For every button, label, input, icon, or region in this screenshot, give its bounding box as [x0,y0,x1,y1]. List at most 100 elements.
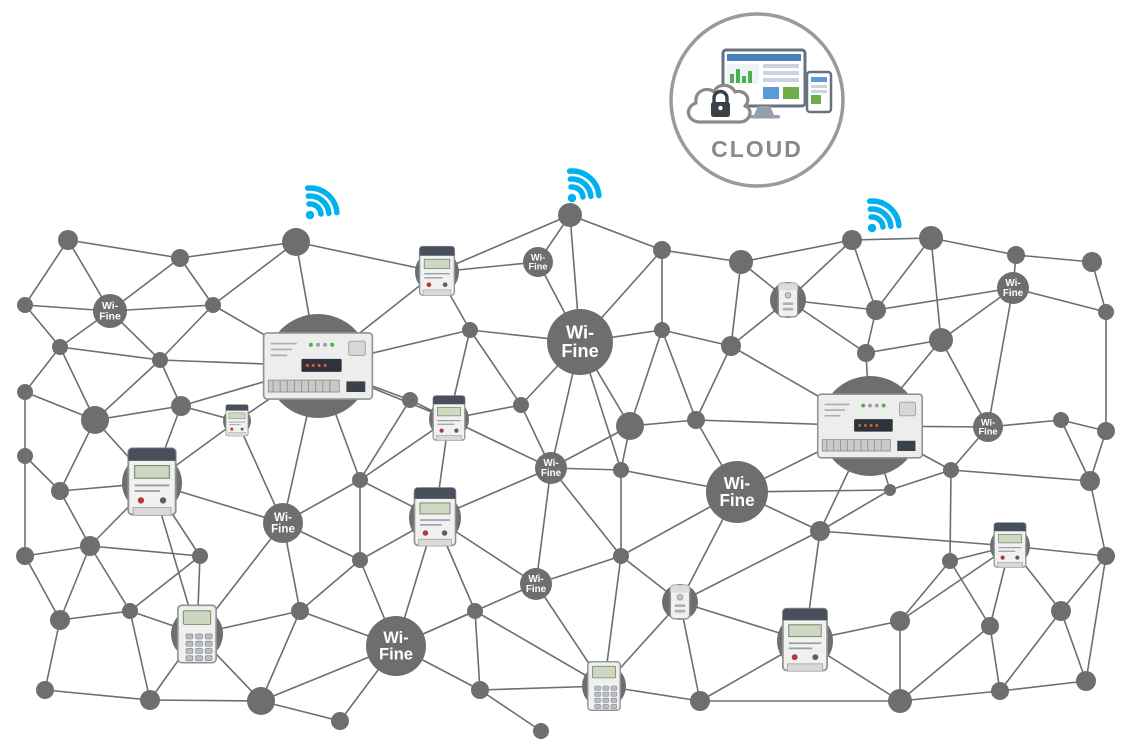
mesh-edge [295,241,438,273]
mesh-node [1007,246,1025,264]
mesh-edge [94,405,182,421]
mesh-node [352,552,368,568]
mesh-node [687,411,705,429]
smart-meter-icon [418,245,456,297]
mesh-edge [889,469,952,491]
smart-meter-icon [993,522,1027,568]
mesh-node [50,610,70,630]
node-circle [535,452,567,484]
keypad-meter-node [582,660,626,712]
wifine-node-label: Wi-Fine [561,323,598,361]
mesh-node [1051,601,1071,621]
mesh-node [192,548,208,564]
mesh-node [331,712,349,730]
mesh-edge [535,467,552,585]
mesh-edge [24,346,61,393]
wifine-hub-node: Wi-Fine [523,247,553,277]
node-circle [706,461,768,523]
tablet-icon [805,70,833,114]
node-circle [991,682,1009,700]
mesh-node [857,344,875,362]
node-circle [17,448,33,464]
dashboard-header [727,54,801,61]
node-circle [884,484,896,496]
node-circle [352,472,368,488]
mesh-node [352,472,368,488]
node-circle [1082,252,1102,272]
mesh-node [16,547,34,565]
node-circle [17,384,33,400]
node-circle [523,247,553,277]
mesh-edge [24,304,61,348]
data-concentrator-icon [262,332,374,400]
mesh-edge [950,469,1091,482]
node-circle [866,300,886,320]
mesh-edge [59,490,91,547]
mesh-node [613,462,629,478]
mesh-edge [59,346,161,361]
mesh-node [247,687,275,715]
node-circle [558,203,582,227]
mesh-edge [59,610,131,621]
node-circle [331,712,349,730]
wifi-signal-icon [866,198,902,233]
mesh-edge [479,689,542,732]
mesh-node [991,682,1009,700]
node-circle [81,406,109,434]
mesh-node [866,300,886,320]
mesh-edge [819,489,891,532]
mesh-edge [661,329,697,421]
mesh-node [729,250,753,274]
monitor-stand [754,106,774,115]
mesh-edge [129,610,151,701]
node-circle [690,691,710,711]
mesh-node [890,611,910,631]
node-circle [1053,412,1069,428]
mesh-edge [629,329,663,427]
wifine-node-label: Wi-Fine [528,252,547,271]
mesh-node [36,681,54,699]
mesh-edge [851,237,932,241]
wifine-hub-node: Wi-Fine [263,503,303,543]
wifine-node-label: Wi-Fine [271,511,295,536]
node-circle [547,309,613,375]
node-circle [810,521,830,541]
node-circle [981,617,999,635]
mesh-edge [851,239,877,311]
mesh-node [140,690,160,710]
node-circle [929,328,953,352]
data-concentrator-node [816,376,924,476]
keypad-meter-node [171,604,223,664]
wifine-node-label: Wi-Fine [719,474,754,510]
mesh-edge [949,560,991,627]
mesh-node [291,602,309,620]
sensor-module-node [662,584,698,620]
mesh-node [884,484,896,496]
mesh-edge [109,304,214,312]
smart-meter-node [777,607,833,672]
wifine-hub-node: Wi-Fine [93,294,127,328]
mesh-edge [469,329,522,406]
node-circle [171,396,191,416]
mesh-edge [179,241,297,259]
mesh-edge [24,545,91,557]
node-circle [942,553,958,569]
mesh-node [122,603,138,619]
mesh-node [929,328,953,352]
mesh-edge [1089,480,1107,557]
mesh-node [653,241,671,259]
sensor-module-icon [777,282,799,318]
node-circle [857,344,875,362]
node-circle [533,723,549,739]
mesh-node [205,297,221,313]
node-circle [50,610,70,630]
mesh-node [1076,671,1096,691]
mesh-edge [44,619,61,691]
wifine-hub-node: Wi-Fine [366,616,426,676]
cloud-emblem: CLOUD [669,12,845,188]
wifi-signals-layer [304,168,902,233]
mesh-edge [740,239,853,263]
wifine-node-label: Wi-Fine [541,458,562,479]
mesh-edge [1015,254,1093,263]
mesh-node [52,339,68,355]
